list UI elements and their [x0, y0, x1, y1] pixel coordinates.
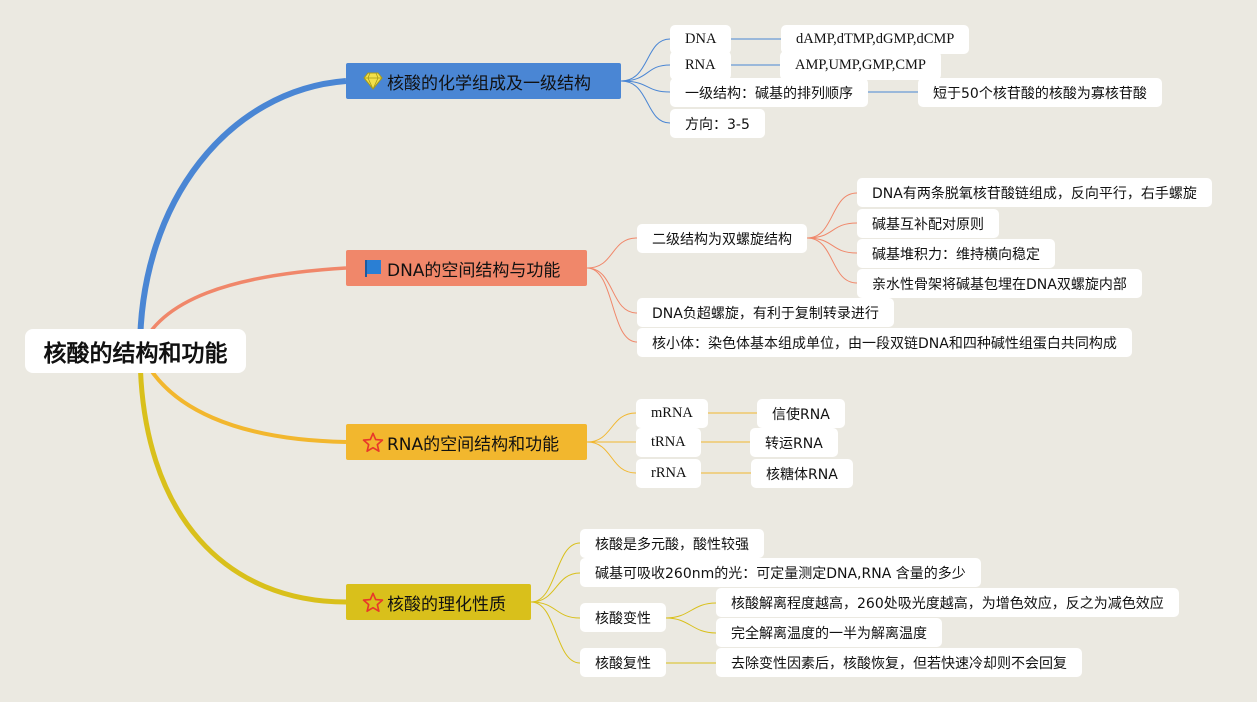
- leaf-nucleosome[interactable]: 核小体：染色体基本组成单位，由一段双链DNA和四种碱性组蛋白共同构成: [637, 328, 1132, 357]
- leaf-label: 碱基互补配对原则: [872, 216, 984, 233]
- branch-label: DNA的空间结构与功能: [387, 260, 561, 281]
- branch-rna-structure[interactable]: RNA的空间结构和功能: [346, 424, 587, 460]
- connectors-b4: [530, 542, 717, 664]
- leaf-label: 一级结构：碱基的排列顺序: [685, 85, 853, 102]
- branch-dna-structure[interactable]: DNA的空间结构与功能: [346, 250, 587, 286]
- connectors-b3: [586, 412, 757, 474]
- leaf-renaturation-detail[interactable]: 去除变性因素后，核酸恢复，但若快速冷却则不会回复: [716, 648, 1082, 677]
- leaf-label: DNA: [685, 31, 717, 47]
- leaf-mrna[interactable]: mRNA: [636, 399, 708, 428]
- branch-label: RNA的空间结构和功能: [387, 434, 560, 455]
- leaf-rna[interactable]: RNA: [670, 51, 731, 80]
- leaf-polyacid[interactable]: 核酸是多元酸，酸性较强: [580, 529, 764, 558]
- leaf-label: tRNA: [651, 434, 686, 450]
- leaf-label: 亲水性骨架将碱基包埋在DNA双螺旋内部: [872, 276, 1127, 293]
- leaf-rrna[interactable]: rRNA: [636, 459, 702, 488]
- branch-chemical-composition[interactable]: 核酸的化学组成及一级结构: [346, 63, 621, 99]
- leaf-label: rRNA: [651, 465, 687, 481]
- leaf-label: DNA负超螺旋，有利于复制转录进行: [652, 305, 879, 322]
- branch-label: 核酸的理化性质: [387, 594, 506, 615]
- leaf-transfer-rna[interactable]: 转运RNA: [750, 428, 838, 457]
- leaf-label: RNA: [685, 57, 716, 73]
- leaf-ribosomal-rna[interactable]: 核糖体RNA: [751, 459, 853, 488]
- branch-physicochemical[interactable]: 核酸的理化性质: [346, 584, 531, 620]
- leaf-trna[interactable]: tRNA: [636, 428, 701, 457]
- flag-icon: [362, 257, 384, 279]
- leaf-oligonucleotide[interactable]: 短于50个核苷酸的核酸为寡核苷酸: [918, 78, 1162, 107]
- leaf-label: dAMP,dTMP,dGMP,dCMP: [796, 31, 955, 47]
- leaf-melting-temp[interactable]: 完全解离温度的一半为解离温度: [716, 618, 942, 647]
- leaf-label: 转运RNA: [765, 435, 823, 452]
- leaf-primary-structure[interactable]: 一级结构：碱基的排列顺序: [670, 78, 868, 107]
- leaf-label: 核酸复性: [595, 655, 651, 672]
- leaf-label: 核酸是多元酸，酸性较强: [595, 536, 749, 553]
- leaf-double-helix[interactable]: 二级结构为双螺旋结构: [637, 224, 807, 253]
- leaf-messenger-rna[interactable]: 信使RNA: [757, 399, 845, 428]
- leaf-label: 完全解离温度的一半为解离温度: [731, 625, 927, 642]
- leaf-label: 方向：3-5: [685, 116, 750, 133]
- star-icon: [362, 591, 384, 613]
- leaf-denaturation[interactable]: 核酸变性: [580, 603, 666, 632]
- leaf-label: 核小体：染色体基本组成单位，由一段双链DNA和四种碱性组蛋白共同构成: [652, 335, 1117, 352]
- leaf-label: 核酸变性: [595, 610, 651, 627]
- connector-root-b1: [137, 78, 347, 351]
- leaf-base-stacking[interactable]: 碱基堆积力：维持横向稳定: [857, 239, 1055, 268]
- leaf-label: 短于50个核苷酸的核酸为寡核苷酸: [933, 85, 1147, 102]
- star-icon: [362, 431, 384, 453]
- leaf-label: 碱基堆积力：维持横向稳定: [872, 246, 1040, 263]
- leaf-direction[interactable]: 方向：3-5: [670, 109, 765, 138]
- branch-label: 核酸的化学组成及一级结构: [387, 73, 591, 94]
- connectors-b2: [586, 192, 858, 343]
- leaf-supercoil[interactable]: DNA负超螺旋，有利于复制转录进行: [637, 298, 894, 327]
- leaf-label: AMP,UMP,GMP,CMP: [795, 57, 926, 73]
- leaf-label: mRNA: [651, 405, 693, 421]
- leaf-dna-nucleotides[interactable]: dAMP,dTMP,dGMP,dCMP: [781, 25, 970, 54]
- leaf-hydrophilic-backbone[interactable]: 亲水性骨架将碱基包埋在DNA双螺旋内部: [857, 269, 1142, 298]
- leaf-label: 核糖体RNA: [766, 466, 838, 483]
- diamond-icon: [362, 70, 384, 92]
- root-topic[interactable]: 核酸的结构和功能: [25, 329, 246, 373]
- leaf-rna-nucleotides[interactable]: AMP,UMP,GMP,CMP: [780, 51, 941, 80]
- connector-root-b4: [137, 349, 347, 605]
- leaf-antiparallel[interactable]: DNA有两条脱氧核苷酸链组成，反向平行，右手螺旋: [857, 178, 1212, 207]
- connectors-b1: [620, 38, 918, 124]
- leaf-label: 碱基可吸收260nm的光：可定量测定DNA,RNA 含量的多少: [595, 565, 966, 582]
- leaf-label: 二级结构为双螺旋结构: [652, 231, 792, 248]
- leaf-label: DNA有两条脱氧核苷酸链组成，反向平行，右手螺旋: [872, 185, 1197, 202]
- leaf-label: 信使RNA: [772, 406, 830, 423]
- leaf-base-pairing[interactable]: 碱基互补配对原则: [857, 209, 999, 238]
- leaf-hyperchromic[interactable]: 核酸解离程度越高，260处吸光度越高，为增色效应，反之为减色效应: [716, 588, 1179, 617]
- leaf-label: 核酸解离程度越高，260处吸光度越高，为增色效应，反之为减色效应: [731, 595, 1164, 612]
- leaf-renaturation[interactable]: 核酸复性: [580, 648, 666, 677]
- leaf-dna[interactable]: DNA: [670, 25, 732, 54]
- leaf-uv-absorption[interactable]: 碱基可吸收260nm的光：可定量测定DNA,RNA 含量的多少: [580, 558, 981, 587]
- leaf-label: 去除变性因素后，核酸恢复，但若快速冷却则不会回复: [731, 655, 1067, 672]
